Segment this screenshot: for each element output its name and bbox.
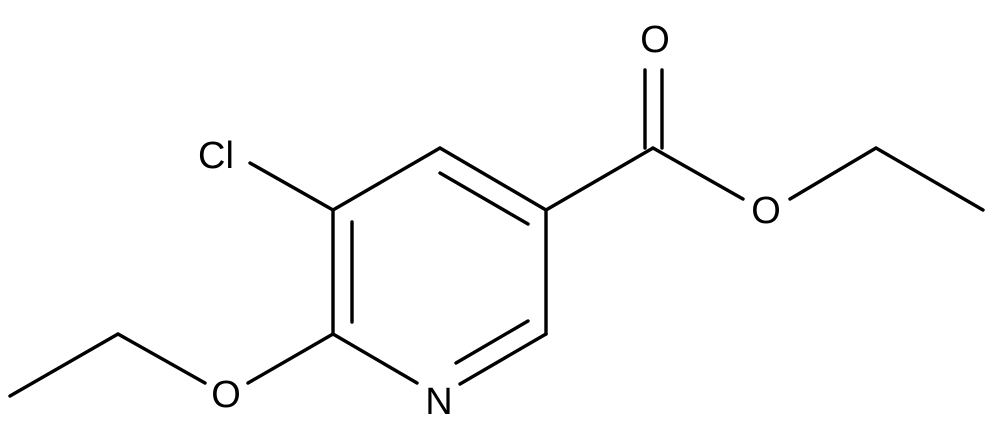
nitrogen-label: N <box>425 381 452 423</box>
bond-o-ether-ch2 <box>116 332 207 385</box>
bond-ch2-ch3-ether <box>8 332 120 398</box>
bond-o-ester-ch2 <box>788 146 878 201</box>
bond-ring-c6-n <box>331 332 419 385</box>
bond-ch2-ch3-ester <box>874 146 985 212</box>
ester-oxygen-label: O <box>751 190 781 232</box>
bond-carboxyl-o-ester <box>651 146 745 201</box>
bond-c3-carboxyl <box>544 146 655 212</box>
bond-ring-c4-c3-inner <box>438 171 530 226</box>
bond-c5-cl <box>248 161 335 212</box>
bond-ring-c4-c5 <box>331 146 442 212</box>
bond-ring-c2-n-inner <box>454 319 530 365</box>
ether-oxygen-label: O <box>211 374 241 416</box>
bond-ring-c2-n <box>458 332 548 386</box>
bond-c6-o-ether <box>246 332 335 385</box>
carbonyl-oxygen-label: O <box>640 19 670 61</box>
bond-ring-c4-c3 <box>438 146 548 212</box>
chlorine-label: Cl <box>198 135 234 177</box>
